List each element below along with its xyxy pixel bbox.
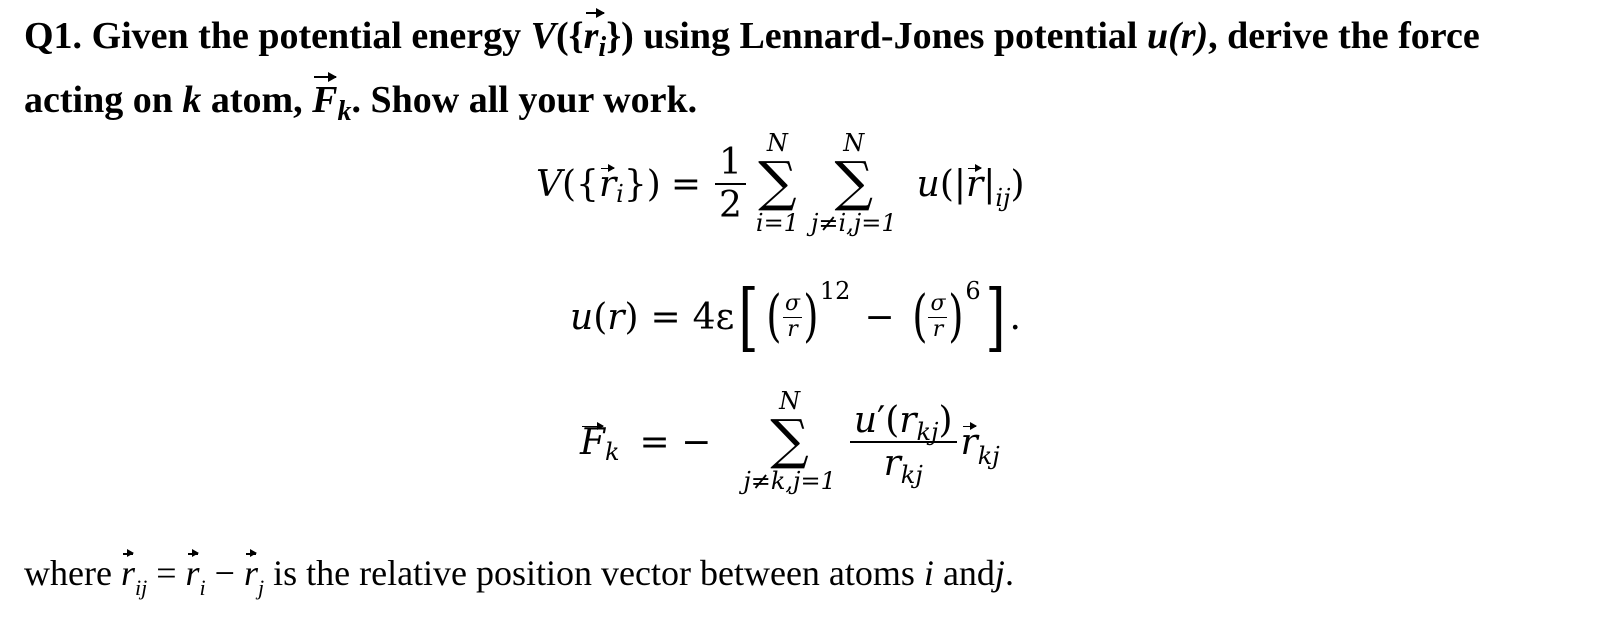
eq3-fraction: u′(rkj) rkj bbox=[849, 401, 957, 488]
eq1-half-fraction: 1 2 bbox=[714, 143, 746, 226]
eq2-sigma-over-r-2: σ r bbox=[928, 291, 948, 342]
eq2-coef: 4ε bbox=[692, 296, 735, 338]
where-minus: − bbox=[214, 553, 235, 593]
where-line: where rij = ri − rj is the relative posi… bbox=[24, 549, 1014, 612]
question-text-3: , derive the force acting on bbox=[24, 15, 1480, 121]
where-description: is the relative position vector between … bbox=[273, 553, 915, 593]
eq2-equals: = bbox=[650, 296, 681, 338]
potential-arg-open: ({ri}) bbox=[556, 8, 634, 63]
question-text-1: Given the potential energy bbox=[91, 15, 522, 57]
k-symbol: k bbox=[182, 79, 202, 121]
question-text-4: atom, bbox=[210, 79, 303, 121]
eq1-term: u(|r|ij) bbox=[916, 163, 1025, 212]
equation-lennard-jones: u(r) = 4ε [ ( σ r ) 12 − ( σ r ) 6 ] . bbox=[570, 274, 1021, 360]
eq2-exp-6: 6 bbox=[965, 277, 981, 305]
lj-symbol: u(r) bbox=[1146, 15, 1209, 57]
force-subscript: k bbox=[337, 96, 352, 127]
eq2-exp-12: 12 bbox=[819, 277, 851, 305]
eq1-r-vector: r bbox=[598, 163, 617, 205]
force-vector: F bbox=[312, 72, 338, 126]
question-text-5: . Show all your work. bbox=[351, 79, 698, 121]
question-label: Q1. bbox=[24, 15, 83, 57]
where-equals: = bbox=[156, 553, 177, 593]
eq1-lhs: V bbox=[536, 163, 562, 205]
where-r-i: r bbox=[186, 549, 200, 597]
where-and: and bbox=[942, 553, 995, 593]
where-r-j: r bbox=[244, 549, 258, 597]
eq1-equals: = bbox=[670, 163, 701, 205]
eq3-sum-j: N ∑ j≠k,j=1 bbox=[743, 387, 836, 495]
eq2-left-bracket: [ bbox=[738, 274, 759, 360]
where-prefix: where bbox=[24, 553, 112, 593]
position-vector-r: ri bbox=[584, 8, 606, 74]
eq1-sum-i: N ∑ i=1 bbox=[755, 129, 799, 237]
eq3-force-vector: F bbox=[580, 421, 605, 463]
where-r-ij: r bbox=[121, 549, 135, 597]
eq2-sigma-over-r-1: σ r bbox=[782, 291, 802, 342]
eq1-sum-j: N ∑ j≠i,j=1 bbox=[810, 129, 897, 237]
where-j: j bbox=[994, 553, 1005, 593]
eq3-equals-minus: = − bbox=[639, 421, 712, 463]
eq2-right-bracket: ] bbox=[984, 274, 1006, 360]
eq2-lhs: u(r) bbox=[570, 296, 639, 338]
where-i: i bbox=[923, 553, 934, 593]
question-text-2: using Lennard-Jones potential bbox=[643, 15, 1138, 57]
question-text: Q1. Given the potential energy V({ri}) u… bbox=[24, 8, 1584, 138]
eq2-period: . bbox=[1009, 296, 1021, 338]
eq3-force-sub: k bbox=[604, 438, 620, 467]
eq2-minus: − bbox=[864, 296, 895, 338]
potential-symbol: V bbox=[530, 15, 556, 57]
eq3-vector-term: rkj bbox=[960, 421, 1000, 470]
